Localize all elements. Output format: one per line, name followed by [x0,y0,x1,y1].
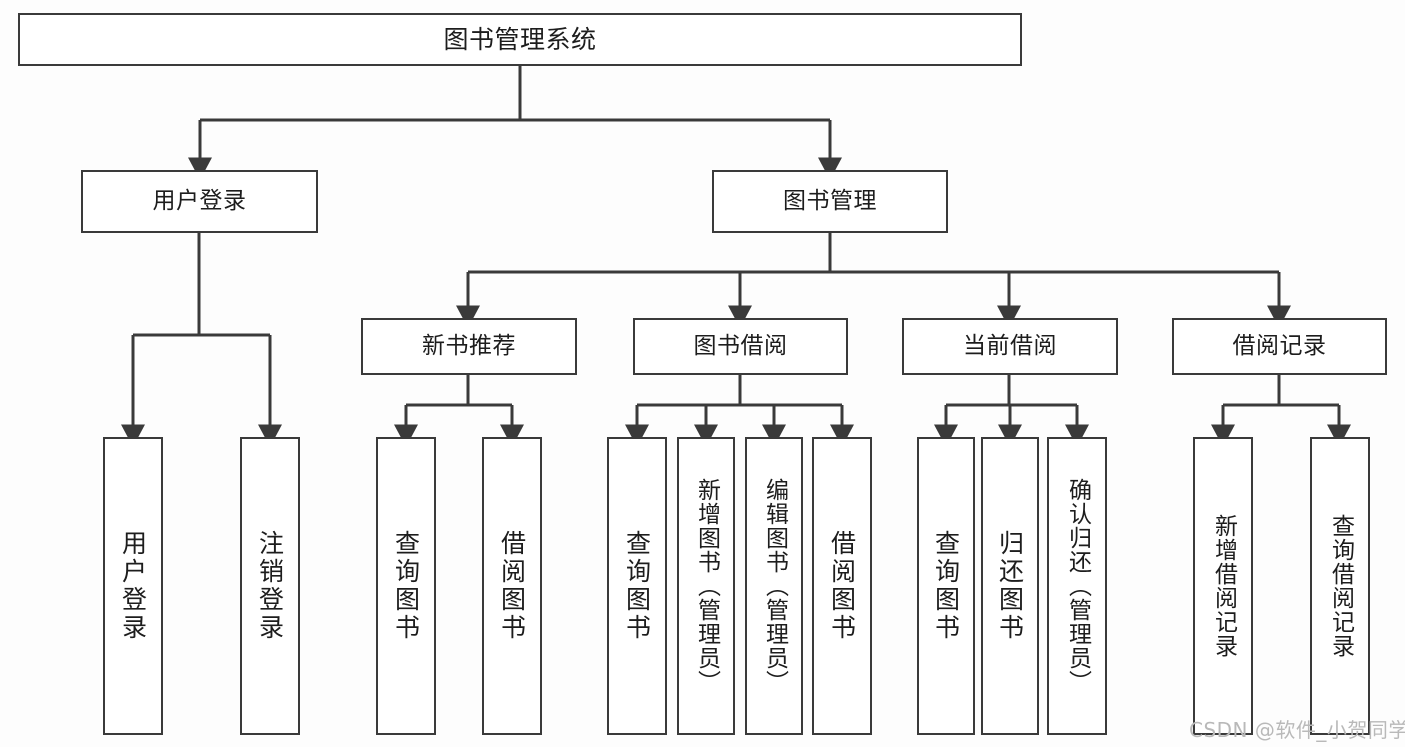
node-label: 新书推荐 [422,332,516,359]
leaf-newbook-borrow-book[interactable]: 借阅图书 [482,437,542,735]
leaf-record-add-record[interactable]: 新增借阅记录 [1193,437,1253,735]
leaf-borrow-add-book[interactable]: 新增图书（管理员） [677,437,735,735]
node-label: 借阅图书 [497,530,527,642]
node-label: 借阅记录 [1232,332,1327,359]
node-book-management[interactable]: 图书管理 [712,170,948,233]
node-label: 查询图书 [391,530,421,642]
leaf-borrow-query-book[interactable]: 查询图书 [607,437,667,735]
leaf-record-query-record[interactable]: 查询借阅记录 [1310,437,1370,735]
leaf-borrow-edit-book[interactable]: 编辑图书（管理员） [745,437,803,735]
node-label: 归还图书 [995,530,1025,642]
node-borrow-record[interactable]: 借阅记录 [1172,318,1387,375]
node-root-system[interactable]: 图书管理系统 [18,13,1022,66]
node-label: 编辑图书（管理员） [761,478,788,694]
node-book-borrow[interactable]: 图书借阅 [633,318,848,375]
node-label: 确认归还（管理员） [1064,478,1091,694]
leaf-borrow-lend-book[interactable]: 借阅图书 [812,437,872,735]
node-label: 查询图书 [931,530,961,642]
leaf-user-login[interactable]: 用户登录 [103,437,163,735]
leaf-current-query-book[interactable]: 查询图书 [917,437,975,735]
csdn-watermark: CSDN @软件_小贺同学 [1189,718,1405,742]
node-user-login[interactable]: 用户登录 [81,170,318,233]
node-label: 借阅图书 [827,530,857,642]
node-label: 用户登录 [118,530,148,642]
node-current-borrow[interactable]: 当前借阅 [902,318,1118,375]
node-label: 当前借阅 [963,332,1057,359]
node-label: 图书管理系统 [443,24,597,54]
leaf-user-logout[interactable]: 注销登录 [240,437,300,735]
node-label: 查询借阅记录 [1327,514,1354,658]
node-label: 图书借阅 [693,332,788,359]
node-new-book-recommend[interactable]: 新书推荐 [361,318,577,375]
node-label: 新增图书（管理员） [693,478,720,694]
leaf-current-return-book[interactable]: 归还图书 [981,437,1039,735]
node-label: 用户登录 [152,187,247,214]
node-label: 新增借阅记录 [1210,514,1237,658]
leaf-current-confirm-return[interactable]: 确认归还（管理员） [1047,437,1107,735]
leaf-newbook-query-book[interactable]: 查询图书 [376,437,436,735]
node-label: 注销登录 [255,530,285,642]
node-label: 图书管理 [783,187,877,214]
node-label: 查询图书 [622,530,652,642]
